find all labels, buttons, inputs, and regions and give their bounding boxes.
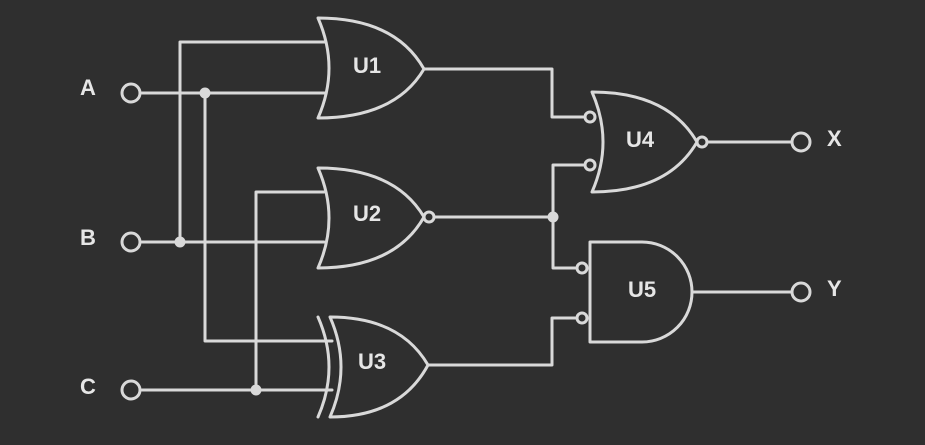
terminal-b [120,231,142,253]
wire-b [140,40,328,244]
terminal-c [120,379,142,401]
gate-label-u5: U5 [628,277,656,302]
wire-c [140,190,334,392]
terminal-y [790,281,812,303]
wire-a [140,91,334,343]
gate-u2-bubble [422,210,436,224]
gate-u3-xor-back [316,315,331,419]
gate-u4-output-bubble [695,135,709,149]
wire-u2-out [432,163,585,270]
gate-label-u3: U3 [358,349,386,374]
input-label-c: C [80,374,96,399]
junction-u2-out [547,211,559,223]
output-label-y: Y [827,276,842,301]
input-label-b: B [80,225,96,250]
gate-u4-nor [590,90,699,194]
gate-label-u2: U2 [353,201,381,226]
junction-c [250,384,262,396]
terminal-a [120,82,142,104]
terminal-x [790,131,812,153]
gate-u5-input-bubble-2 [575,311,589,325]
wire-u1-u4 [422,67,585,119]
gate-u2-nor [316,166,426,270]
gate-u5-and [588,240,694,344]
junction-a [199,87,211,99]
gate-label-u4: U4 [626,127,655,152]
wire-u3-u5 [426,316,577,367]
input-label-a: A [80,75,96,100]
gate-u4-input-bubble-2 [583,158,597,172]
junction-b [174,236,186,248]
gate-u4-input-bubble-1 [583,110,597,124]
output-label-x: X [827,126,842,151]
gate-u5-input-bubble-1 [575,261,589,275]
gate-label-u1: U1 [353,53,381,78]
gate-u1-or [316,16,426,120]
gate-u3-xor [328,315,430,419]
